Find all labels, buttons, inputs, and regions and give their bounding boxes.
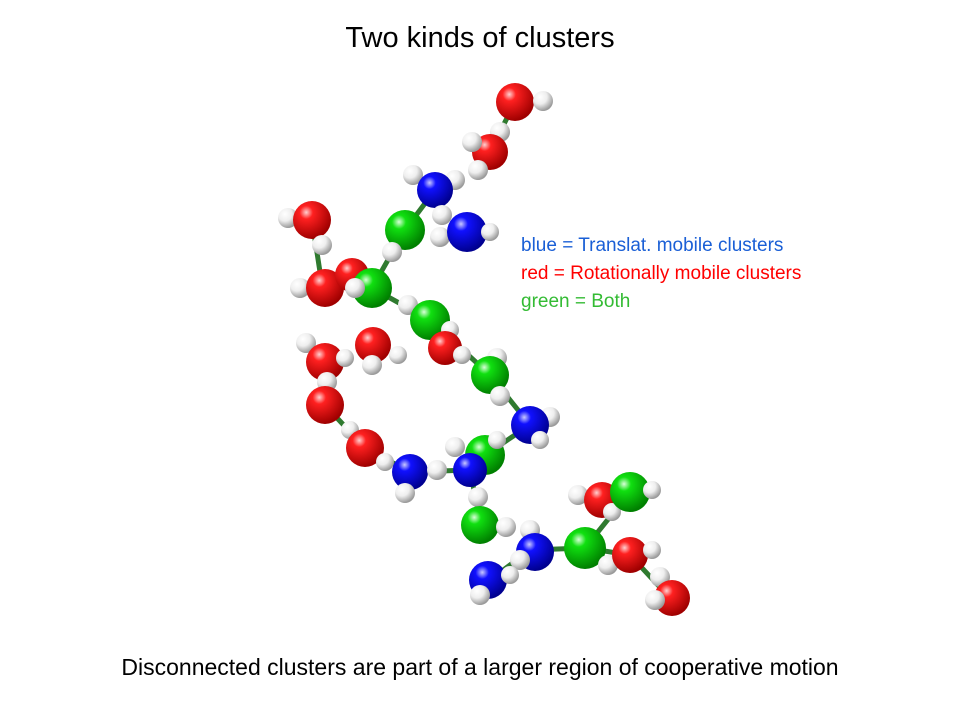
hydrogen-atom <box>645 590 665 610</box>
hydrogen-atom <box>296 333 316 353</box>
hydrogen-atom <box>468 160 488 180</box>
oxygen-atom <box>306 343 344 381</box>
hydrogen-atom <box>382 242 402 262</box>
hydrogen-atom <box>490 386 510 406</box>
hydrogen-atom <box>427 460 447 480</box>
oxygen-atom <box>355 327 391 363</box>
oxygen-atom <box>612 537 648 573</box>
blue-atom <box>447 212 487 252</box>
hydrogen-atom <box>453 346 471 364</box>
green-atom <box>410 300 450 340</box>
hydrogen-atom <box>510 550 530 570</box>
hydrogen-atom <box>278 208 298 228</box>
green-atom <box>564 527 606 569</box>
hydrogen-atom <box>468 487 488 507</box>
hydrogen-atom <box>488 431 506 449</box>
hydrogen-atom <box>568 485 588 505</box>
hydrogen-atom <box>643 481 661 499</box>
hydrogen-atom <box>389 346 407 364</box>
hydrogen-atom <box>603 503 621 521</box>
legend-item-green: green = Both <box>521 291 631 312</box>
hydrogen-atom <box>445 437 465 457</box>
color-legend: blue = Translat. mobile clusters red = R… <box>521 232 801 316</box>
oxygen-atom <box>496 83 534 121</box>
legend-item-blue: blue = Translat. mobile clusters <box>521 235 784 256</box>
hydrogen-atom <box>501 566 519 584</box>
green-atom <box>385 210 425 250</box>
hydrogen-atom <box>362 355 382 375</box>
blue-atom <box>453 453 487 487</box>
oxygen-atom <box>306 386 344 424</box>
oxygen-atom <box>293 201 331 239</box>
green-atom <box>461 506 499 544</box>
hydrogen-atom <box>531 431 549 449</box>
atoms <box>278 83 690 616</box>
legend-item-red: red = Rotationally mobile clusters <box>521 263 802 284</box>
hydrogen-atom <box>312 235 332 255</box>
green-atom <box>610 472 650 512</box>
hydrogen-atom <box>470 585 490 605</box>
hydrogen-atom <box>395 483 415 503</box>
hydrogen-atom <box>336 349 354 367</box>
oxygen-atom <box>306 269 344 307</box>
slide-title: Two kinds of clusters <box>345 22 615 54</box>
slide-caption: Disconnected clusters are part of a larg… <box>121 654 839 680</box>
hydrogen-atom <box>496 517 516 537</box>
hydrogen-atom <box>376 453 394 471</box>
hydrogen-atom <box>430 227 450 247</box>
oxygen-atom <box>654 580 690 616</box>
hydrogen-atom <box>432 205 452 225</box>
oxygen-atom <box>346 429 384 467</box>
green-atom <box>352 268 392 308</box>
hydrogen-atom <box>462 132 482 152</box>
hydrogen-atom <box>290 278 310 298</box>
hydrogen-atom <box>481 223 499 241</box>
hydrogen-atom <box>643 541 661 559</box>
green-atom <box>471 356 509 394</box>
blue-atom <box>392 454 428 490</box>
hydrogen-atom <box>345 278 365 298</box>
blue-atom <box>417 172 453 208</box>
hydrogen-atom <box>403 165 423 185</box>
hydrogen-atom <box>533 91 553 111</box>
